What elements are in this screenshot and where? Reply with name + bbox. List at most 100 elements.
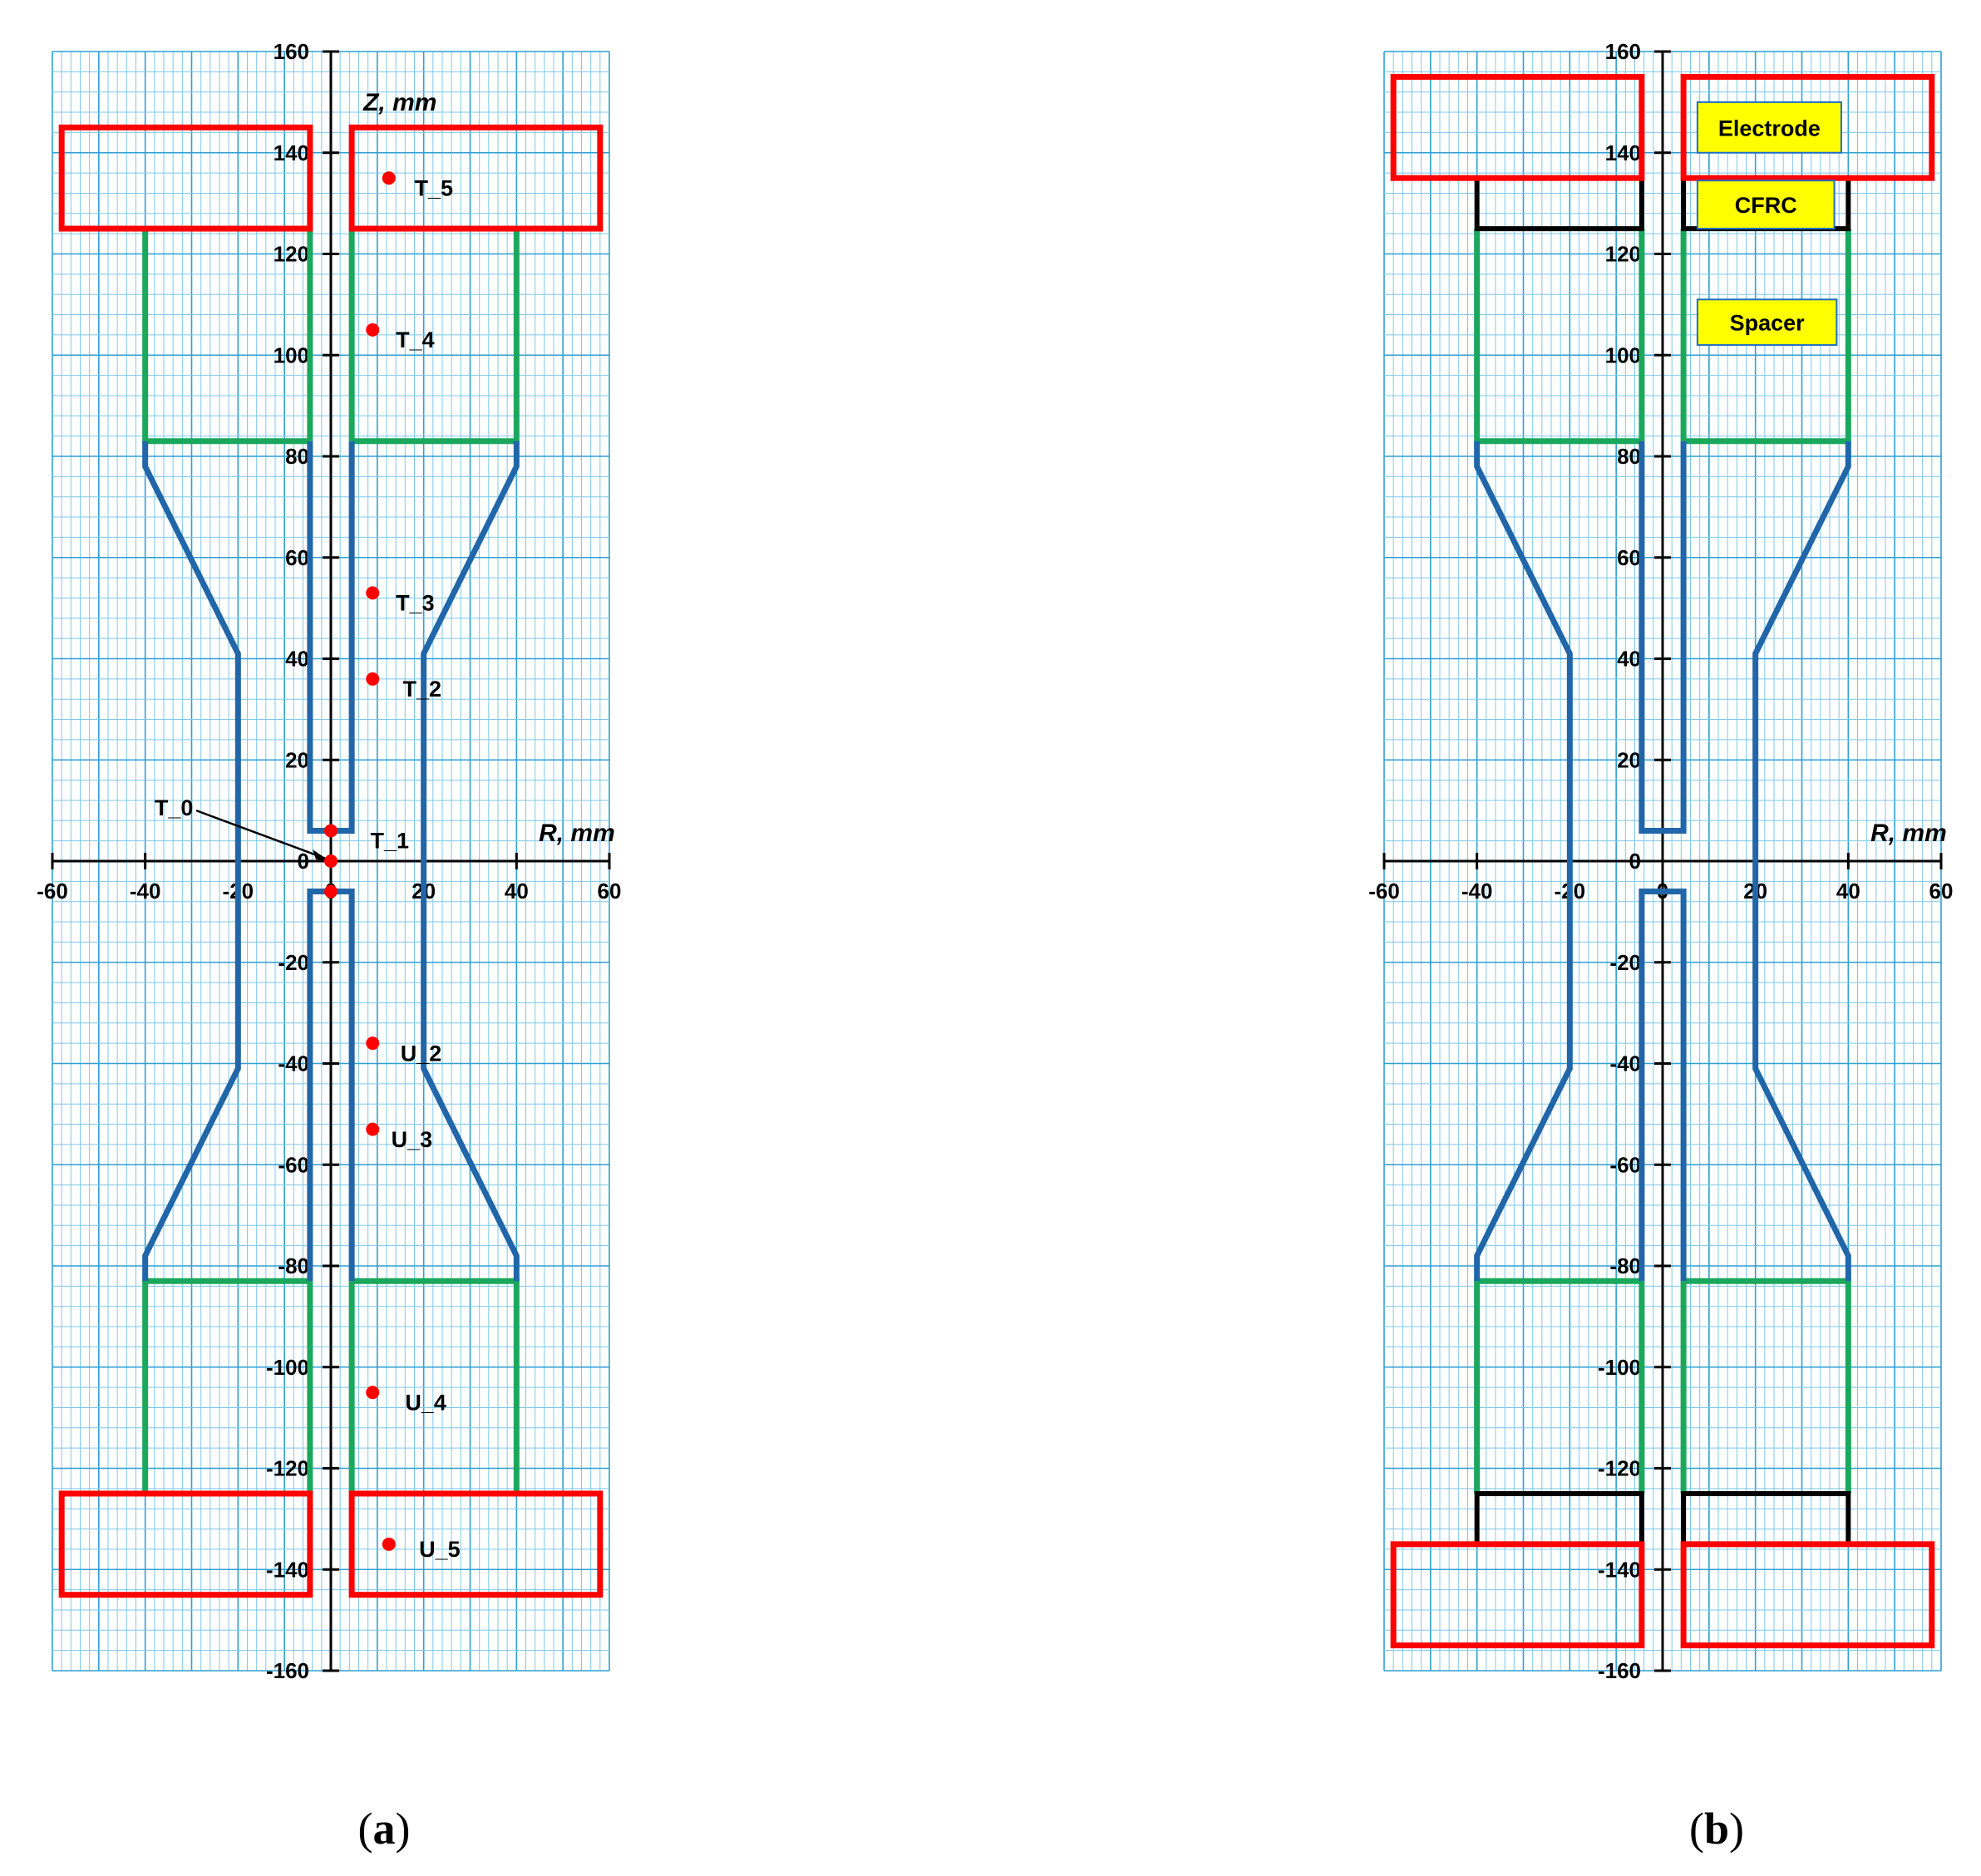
point-label: U_3 xyxy=(392,1127,433,1152)
legend-box xyxy=(1696,298,1838,347)
y-tick-label: 140 xyxy=(273,140,309,165)
electrode-outline xyxy=(1680,73,1935,181)
point-label: T_2 xyxy=(403,677,442,702)
panel-b-caption: (b) xyxy=(1689,1804,1744,1854)
insulator-outline xyxy=(421,441,520,1282)
y-tick-label: -100 xyxy=(1598,1355,1641,1380)
legend-box-label: CFRC xyxy=(1735,193,1797,218)
y-tick-label: -100 xyxy=(266,1355,309,1380)
y-tick-label: 100 xyxy=(1605,342,1641,367)
measurement-point xyxy=(324,854,338,868)
y-tick-label: -20 xyxy=(1609,950,1641,975)
y-tick-label: -40 xyxy=(278,1051,309,1076)
y-tick-label: -20 xyxy=(278,950,309,975)
legend-box-label: Spacer xyxy=(1730,311,1806,336)
electrode-outline xyxy=(348,1490,604,1598)
measurement-point xyxy=(366,672,380,686)
y-tick-label: 100 xyxy=(273,342,309,367)
y-tick-label: 60 xyxy=(1617,545,1641,570)
caption-paren-open: ( xyxy=(1689,1804,1704,1854)
legend-box-label: Electrode xyxy=(1718,116,1821,140)
callout-line xyxy=(195,809,327,860)
x-tick-label: 40 xyxy=(1836,879,1860,904)
point-label: T_1 xyxy=(370,829,409,854)
y-tick-label: 0 xyxy=(298,849,309,874)
panel-a: -60-40-200204060160140120100806040200-20… xyxy=(37,39,621,1683)
y-tick-label: -60 xyxy=(1609,1152,1641,1177)
x-tick-label: -40 xyxy=(1461,879,1493,904)
y-tick-label: -140 xyxy=(1598,1557,1641,1582)
electrode-outline xyxy=(1390,73,1645,181)
insulator-outline xyxy=(1639,889,1687,1282)
measurement-point xyxy=(366,1122,380,1136)
insulator-outline xyxy=(1474,441,1573,1282)
legend-box xyxy=(1696,101,1842,154)
insulator-outline xyxy=(1639,441,1687,834)
point-label: T_4 xyxy=(396,327,435,352)
y-tick-label: 80 xyxy=(1617,444,1641,469)
measurement-point xyxy=(382,1537,396,1551)
y-tick-label: 20 xyxy=(285,747,309,772)
y-tick-label: -80 xyxy=(1609,1253,1641,1278)
y-tick-label: 80 xyxy=(285,444,309,469)
point-label: U_2 xyxy=(401,1041,442,1066)
y-tick-label: -160 xyxy=(266,1658,309,1683)
electrode-outline xyxy=(1680,1541,1935,1649)
legend-box xyxy=(1696,180,1836,230)
y-tick-label: 120 xyxy=(1605,242,1641,267)
x-tick-label: 60 xyxy=(598,879,622,904)
insulator-outline xyxy=(1752,441,1851,1282)
x-tick-label: -60 xyxy=(37,879,68,904)
cfrc-outline xyxy=(1474,1490,1644,1544)
x-axis-title: R, mm xyxy=(1870,820,1947,847)
x-tick-label: 60 xyxy=(1929,879,1954,904)
electrode-outline xyxy=(348,124,604,232)
x-tick-label: -40 xyxy=(130,879,161,904)
y-tick-label: -40 xyxy=(1609,1051,1641,1076)
electrode-outline xyxy=(58,124,313,232)
y-tick-label: -120 xyxy=(1598,1456,1641,1481)
y-axis-title: Z, mm xyxy=(362,89,436,116)
caption-letter: a xyxy=(373,1804,396,1854)
y-tick-label: 60 xyxy=(285,545,309,570)
measurement-point xyxy=(366,1036,380,1051)
point-label: T_5 xyxy=(415,175,454,200)
point-label: U_4 xyxy=(405,1390,446,1415)
point-label: T_3 xyxy=(396,591,435,616)
y-tick-label: -80 xyxy=(278,1253,309,1278)
cfrc-outline xyxy=(1681,1490,1851,1544)
point-label: T_0 xyxy=(155,795,194,820)
caption-letter: b xyxy=(1704,1804,1729,1854)
y-tick-label: -160 xyxy=(1598,1658,1641,1683)
y-tick-label: 40 xyxy=(1617,647,1641,672)
caption-paren-close: ) xyxy=(1729,1804,1744,1854)
measurement-point xyxy=(382,171,396,185)
measurement-point xyxy=(366,1386,380,1400)
measurement-point xyxy=(366,586,380,600)
y-tick-label: -120 xyxy=(266,1456,309,1481)
y-tick-label: 0 xyxy=(1629,849,1641,874)
measurement-point xyxy=(324,884,338,899)
electrode-outline xyxy=(1390,1541,1645,1649)
measurement-point xyxy=(366,323,380,337)
point-label: U_5 xyxy=(419,1537,461,1562)
y-tick-label: -140 xyxy=(266,1557,309,1582)
y-tick-label: 120 xyxy=(273,242,309,267)
x-tick-label: -60 xyxy=(1368,879,1400,904)
y-tick-label: -60 xyxy=(278,1152,309,1177)
insulator-outline xyxy=(142,441,241,1282)
x-axis-title: R, mm xyxy=(539,820,615,847)
measurement-point xyxy=(324,824,338,838)
y-tick-label: 20 xyxy=(1617,747,1641,772)
caption-paren-close: ) xyxy=(396,1804,411,1854)
electrode-outline xyxy=(58,1490,313,1598)
y-tick-label: 40 xyxy=(285,647,309,672)
y-tick-label: 160 xyxy=(273,39,309,64)
panel-a-caption: (a) xyxy=(358,1804,411,1854)
x-tick-label: 40 xyxy=(505,879,529,904)
y-tick-label: 140 xyxy=(1605,140,1641,165)
y-tick-label: 160 xyxy=(1605,39,1641,64)
caption-paren-open: ( xyxy=(358,1804,373,1854)
